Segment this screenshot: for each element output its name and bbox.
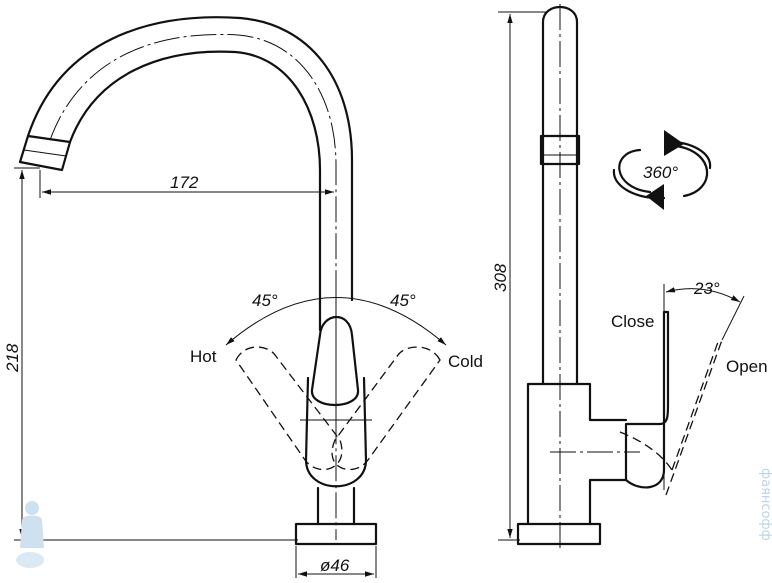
faucet-base (294, 522, 378, 546)
side-lever-open (619, 339, 723, 496)
label-open: Open (726, 357, 768, 376)
aerator-band (539, 134, 581, 166)
side-body (526, 382, 628, 526)
side-lever-closed (624, 310, 670, 489)
lever-closed (310, 316, 360, 407)
side-view: 308 23° Close Open 360° (491, 4, 768, 548)
dim-total-height: 308 (491, 263, 510, 292)
spout-centerline (49, 33, 337, 540)
spout-outer (26, 16, 354, 302)
angle-cold: 45° (390, 291, 416, 310)
angle-open: 23° (693, 279, 720, 298)
dim-spout-reach: 172 (170, 173, 199, 192)
rotation-label: 360° (643, 163, 678, 182)
label-close: Close (611, 312, 654, 331)
faucet-body (304, 376, 368, 488)
front-view: 172 218 ø46 45° 45° Hot Cold (3, 16, 483, 578)
watermark: фаянсофф (16, 468, 772, 568)
angle-hot: 45° (252, 291, 278, 310)
open-angle-arc (665, 287, 741, 303)
watermark-text: фаянсофф (758, 468, 772, 541)
label-cold: Cold (448, 352, 483, 371)
lever-cold (331, 346, 441, 471)
rotation-icon: 360° (612, 130, 712, 210)
label-hot: Hot (190, 347, 217, 366)
plumber-logo-icon (16, 501, 44, 568)
side-base (516, 522, 602, 546)
dim-height: 218 (3, 343, 22, 373)
dim-base: ø46 (320, 556, 350, 575)
aerator (18, 134, 72, 172)
lever-hot (235, 346, 343, 471)
spout-inner (68, 50, 322, 332)
